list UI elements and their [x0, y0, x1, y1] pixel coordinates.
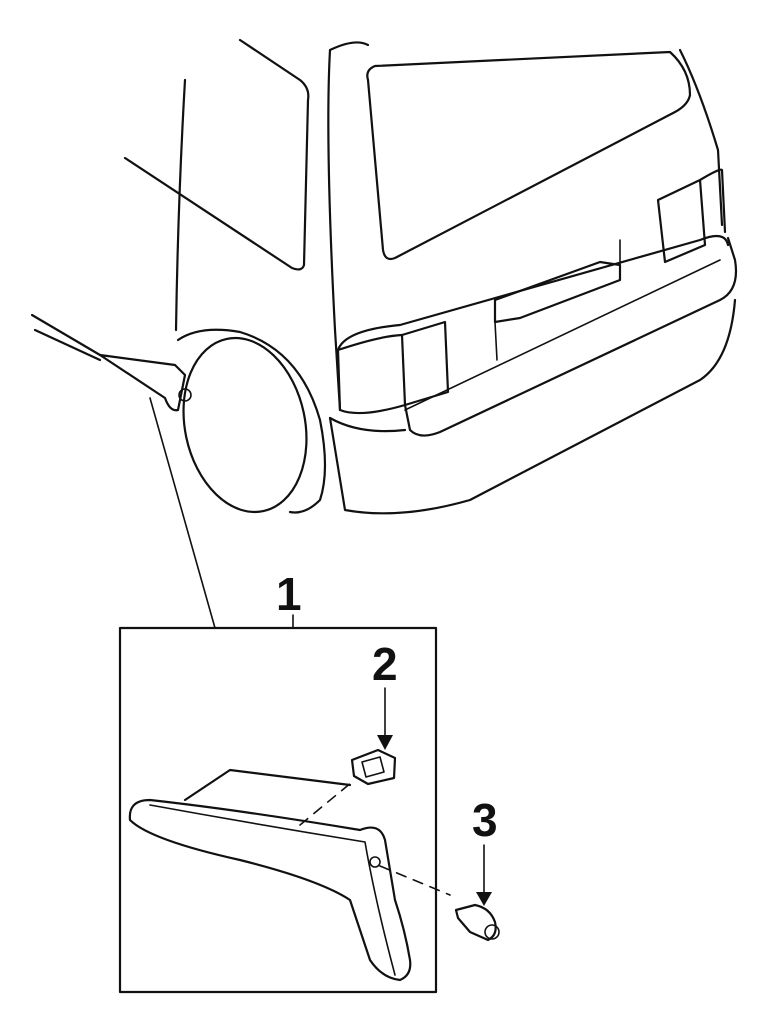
mud-guard-top-flange	[183, 768, 352, 802]
wheel-arch	[176, 328, 327, 514]
tail-lamp-left-lens	[400, 320, 450, 407]
rear-hatch-outline	[327, 41, 724, 412]
rear-bumper	[403, 236, 738, 437]
tail-lamp-left	[336, 333, 407, 415]
bumper-top-line	[404, 259, 721, 411]
retainer-clip	[350, 748, 397, 786]
leader-line-to-detail	[149, 397, 216, 629]
lower-body-panel	[328, 298, 737, 515]
detail-box-frame	[118, 626, 438, 994]
rear-glass	[366, 50, 692, 261]
bumper-side-wrap	[328, 416, 407, 433]
callout-2: 2	[372, 638, 398, 690]
screw-alignment-line	[379, 865, 451, 896]
rocker-panel	[30, 313, 102, 362]
detail-box: 1 2 3	[118, 568, 500, 994]
screw-head	[484, 924, 500, 940]
mud-guard-screw-hole	[369, 856, 381, 868]
mud-guard-inner-edge	[149, 804, 396, 976]
mud-guard-installed-hole	[178, 388, 192, 402]
vehicle-rear-illustration	[30, 38, 738, 515]
body-side-line	[174, 78, 187, 332]
tail-lamp-right	[656, 168, 727, 264]
callout-2-arrowhead	[377, 735, 393, 750]
side-window	[123, 38, 310, 271]
screw	[454, 903, 497, 942]
mud-guard-part	[128, 798, 412, 982]
retainer-clip-slot	[361, 756, 385, 778]
callout-1: 1	[276, 568, 302, 620]
clip-alignment-line	[299, 781, 353, 826]
hatch-lower-edge	[336, 234, 730, 352]
callout-3-arrowhead	[476, 892, 492, 906]
license-plate-lower	[494, 239, 621, 361]
mud-guard-installed	[98, 353, 187, 412]
callout-3: 3	[472, 794, 498, 846]
rear-tire	[182, 336, 308, 514]
